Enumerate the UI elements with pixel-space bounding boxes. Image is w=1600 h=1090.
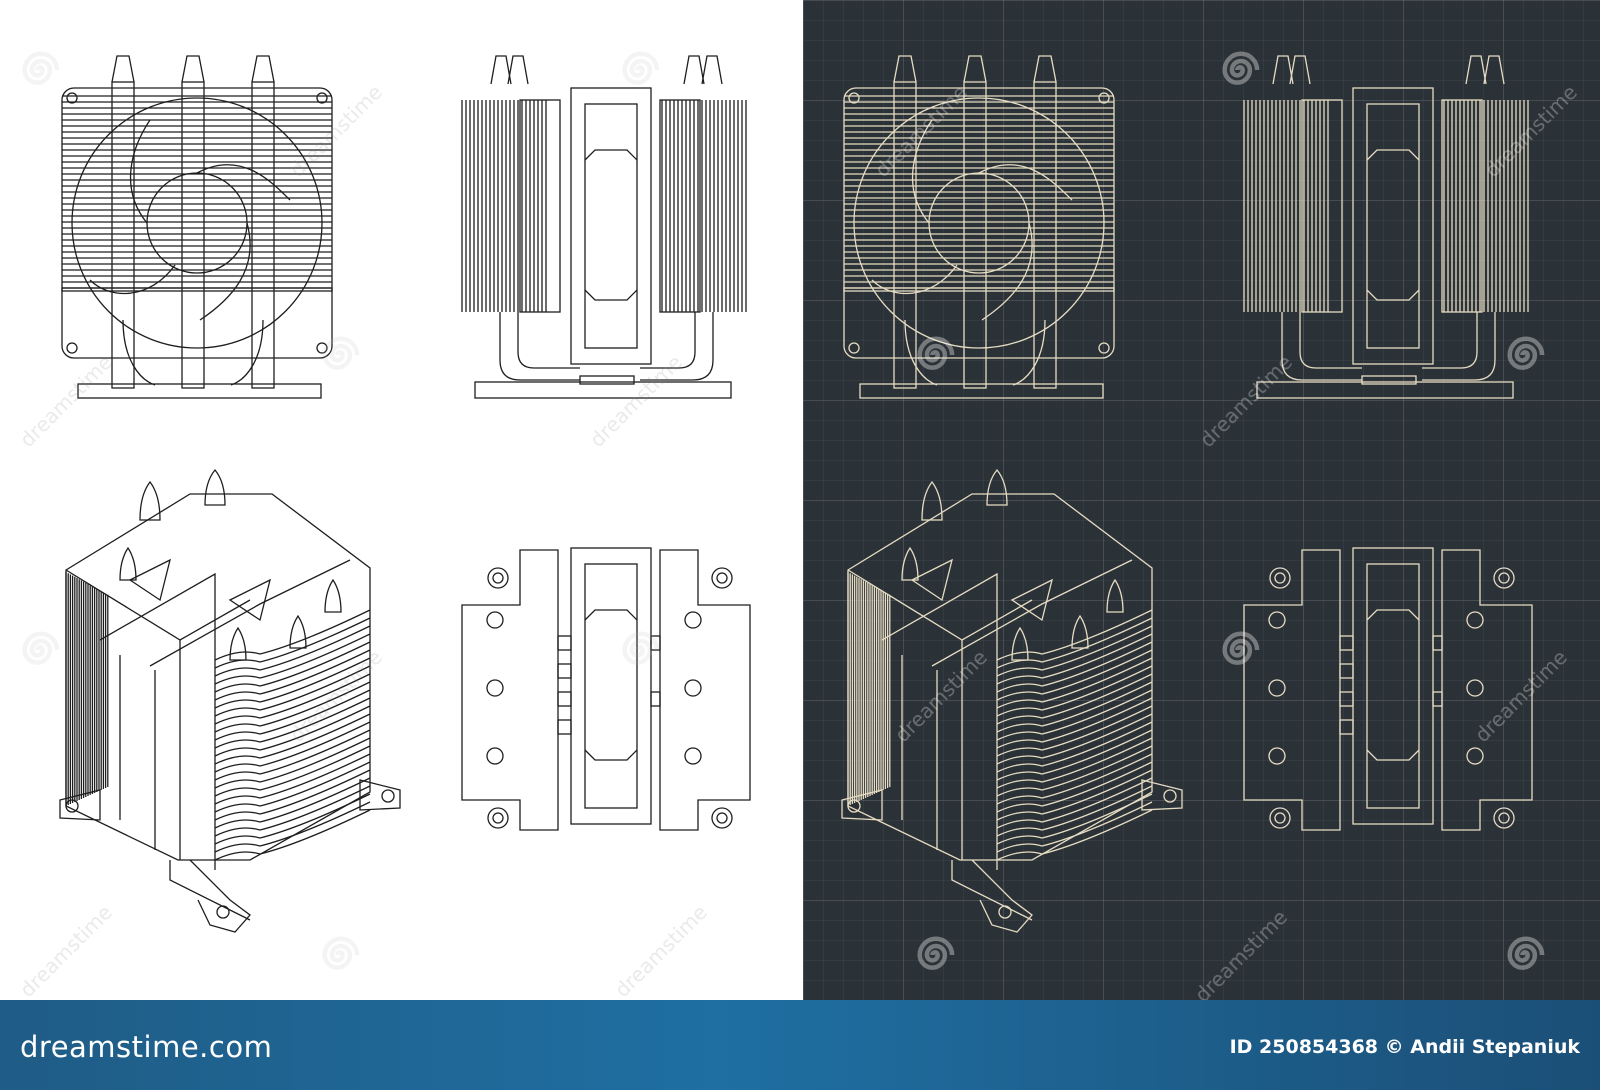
blueprint-sheet: dreamstime dreamstime dreamstime dreamst…	[0, 0, 1600, 1002]
brand-logo-text[interactable]: dreamstime.com	[20, 1030, 273, 1064]
dark-front-view	[843, 55, 1115, 399]
dark-side-view	[1243, 55, 1529, 399]
footer-bar: dreamstime.com ID 250854368 © Andii Step…	[0, 1000, 1600, 1090]
light-top-view	[461, 547, 751, 831]
dark-isometric-view	[841, 469, 1183, 933]
light-isometric-view	[59, 469, 401, 933]
dark-top-view	[1243, 547, 1533, 831]
drawings	[0, 0, 1600, 1000]
dark-panel	[803, 0, 1600, 1000]
light-front-view	[61, 55, 333, 399]
light-side-view	[461, 55, 747, 399]
image-credit: ID 250854368 © Andii Stepaniuk	[1229, 1036, 1580, 1058]
